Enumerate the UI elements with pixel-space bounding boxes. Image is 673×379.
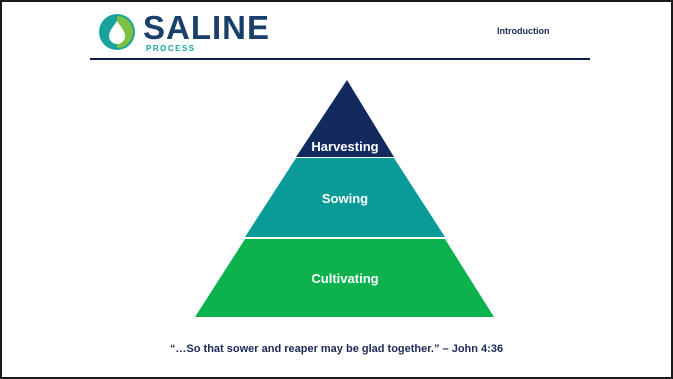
logo: SALINE PROCESS xyxy=(97,10,269,54)
logo-subtitle: PROCESS xyxy=(146,44,196,53)
scripture-quote: “…So that sower and reaper may be glad t… xyxy=(169,343,504,355)
header-divider xyxy=(90,58,590,60)
pyramid-tier-harvesting xyxy=(296,80,394,157)
tier-label-cultivating: Cultivating xyxy=(311,271,378,286)
logo-wordmark: SALINE xyxy=(143,9,271,46)
water-drop-logo-icon xyxy=(99,14,135,50)
section-title: Introduction xyxy=(497,26,550,36)
tier-label-harvesting: Harvesting xyxy=(311,139,378,154)
pyramid-tier-cultivating xyxy=(195,239,494,317)
pyramid-tier-sowing xyxy=(245,158,445,237)
tier-label-sowing: Sowing xyxy=(322,191,368,206)
